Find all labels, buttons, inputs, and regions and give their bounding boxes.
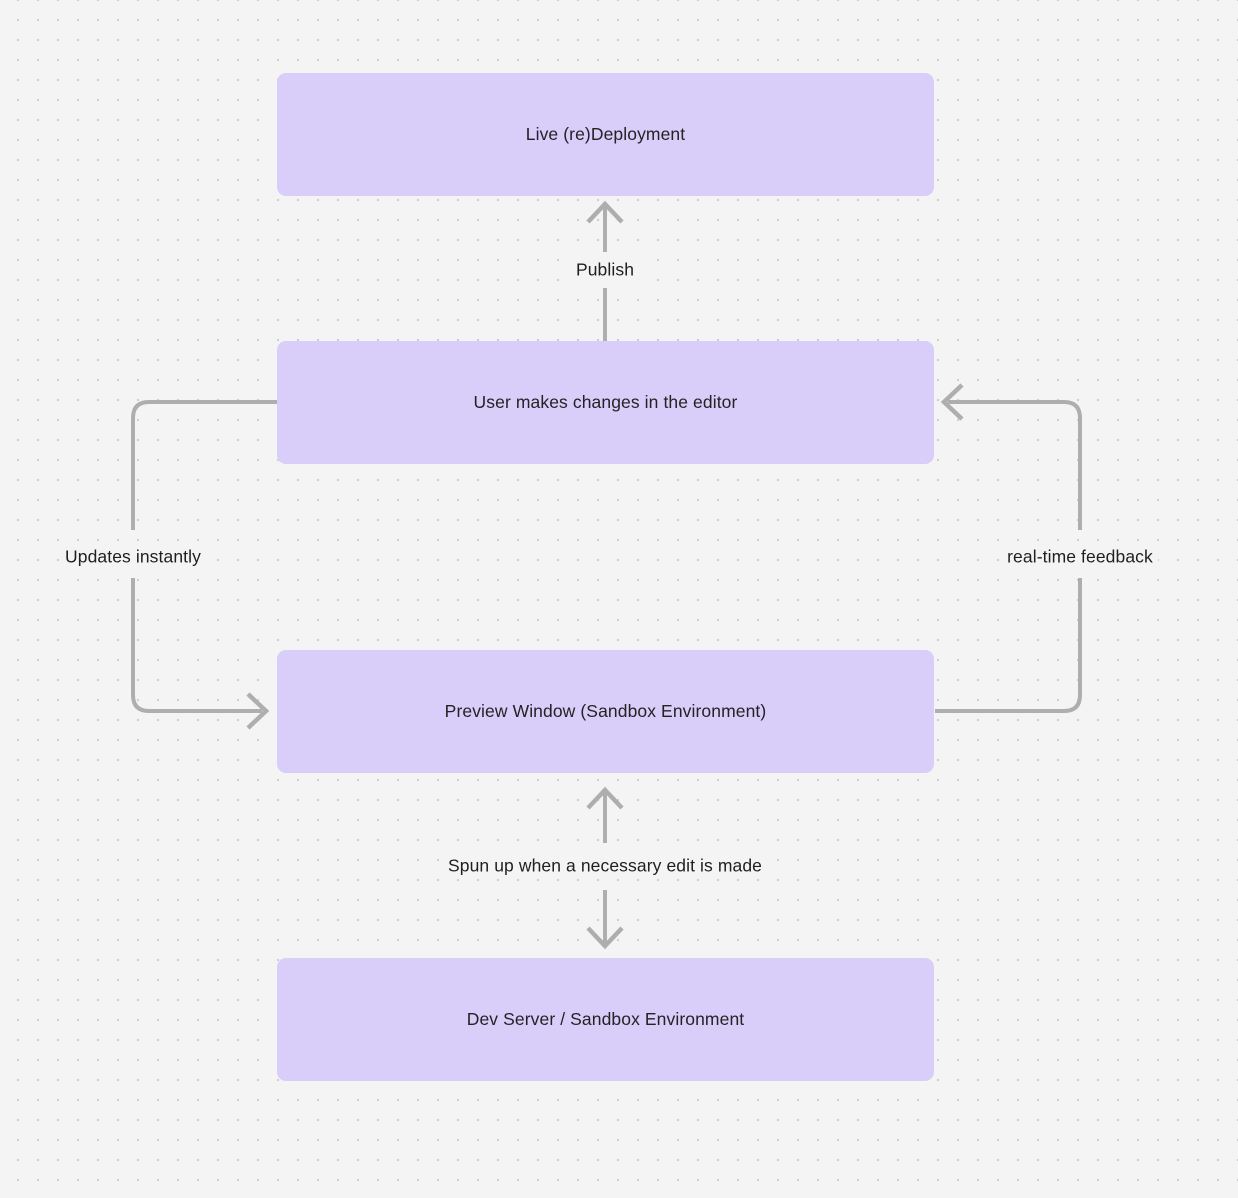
node-dev-server[interactable]: Dev Server / Sandbox Environment xyxy=(277,958,934,1081)
edge-updates-instantly-lower xyxy=(131,578,262,713)
edge-label-publish: Publish xyxy=(570,257,640,283)
edge-real-time-feedback-arrowhead xyxy=(940,383,964,421)
node-dev-server-label: Dev Server / Sandbox Environment xyxy=(466,1009,745,1030)
node-preview-window[interactable]: Preview Window (Sandbox Environment) xyxy=(277,650,934,773)
edge-updates-instantly-upper xyxy=(131,400,277,530)
node-preview-window-label: Preview Window (Sandbox Environment) xyxy=(444,701,767,722)
edge-spun-up-arrowhead-up xyxy=(586,786,624,810)
edge-spun-up-arrowhead-down xyxy=(586,926,624,950)
node-live-deployment-label: Live (re)Deployment xyxy=(525,124,686,145)
node-user-edits[interactable]: User makes changes in the editor xyxy=(277,341,934,464)
node-user-edits-label: User makes changes in the editor xyxy=(473,392,738,413)
edge-label-real-time-feedback: real-time feedback xyxy=(1002,544,1158,570)
node-live-deployment[interactable]: Live (re)Deployment xyxy=(277,73,934,196)
edge-publish-arrowhead xyxy=(586,200,624,224)
edge-updates-instantly-arrowhead xyxy=(246,692,270,730)
edge-real-time-feedback-upper xyxy=(948,400,1082,530)
edge-real-time-feedback-lower xyxy=(935,578,1082,713)
edge-label-spun-up: Spun up when a necessary edit is made xyxy=(442,853,768,879)
edge-label-updates-instantly: Updates instantly xyxy=(60,544,206,570)
